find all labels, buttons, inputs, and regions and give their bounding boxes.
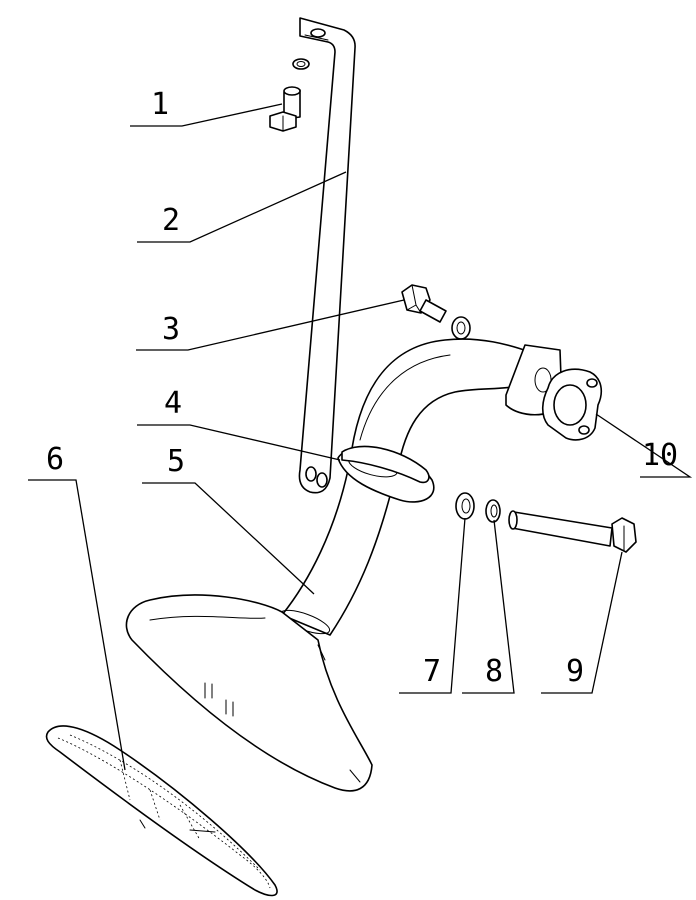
flat-washer [455, 492, 475, 520]
callout-10: 10 [642, 438, 678, 473]
callout-7: 7 [423, 654, 441, 689]
callout-8: 8 [485, 654, 503, 689]
support-bracket [298, 17, 356, 494]
callout-9: 9 [566, 654, 584, 689]
spring-washer [485, 499, 501, 523]
intake-pipe [125, 338, 563, 792]
outlet-gasket [541, 368, 603, 441]
top-bolt [269, 58, 310, 132]
callout-labels: 1 2 3 4 5 6 7 8 9 10 [46, 87, 678, 689]
callout-4: 4 [164, 386, 182, 421]
long-bolt [508, 510, 637, 553]
strainer-screen [45, 725, 278, 897]
callout-3: 3 [162, 312, 180, 347]
callout-5: 5 [167, 444, 185, 479]
leader-lines [28, 103, 693, 771]
callout-2: 2 [162, 203, 180, 238]
mid-bolt [401, 284, 471, 340]
callout-6: 6 [46, 442, 64, 477]
pipe-gasket [341, 445, 430, 484]
callout-1: 1 [151, 87, 169, 122]
